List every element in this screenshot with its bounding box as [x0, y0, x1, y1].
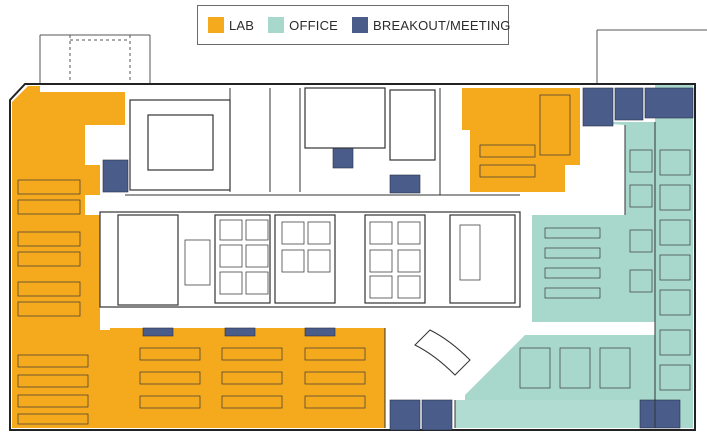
lab-swatch — [208, 17, 224, 33]
lab-zones — [12, 86, 580, 428]
meeting-room — [639, 399, 681, 429]
office-zone-southeast — [465, 335, 658, 400]
meeting-room — [304, 327, 336, 337]
lab-zone-south — [95, 328, 385, 428]
meeting-room — [142, 327, 174, 337]
office-zone-east — [583, 85, 693, 428]
lab-zone-west — [12, 86, 125, 428]
legend-item-office: OFFICE — [268, 17, 338, 33]
meeting-room — [582, 87, 614, 127]
elevator-shafts — [184, 219, 481, 299]
legend: LAB OFFICE BREAKOUT/MEETING — [197, 5, 511, 45]
exterior-lines — [39, 29, 707, 84]
lab-zone-north — [462, 88, 580, 192]
meeting-rooms — [102, 87, 694, 431]
legend-item-meeting: BREAKOUT/MEETING — [352, 17, 511, 33]
office-zones — [455, 85, 693, 428]
legend-label-office: OFFICE — [289, 17, 339, 33]
meeting-room — [389, 174, 421, 194]
legend-label-lab: LAB — [229, 17, 255, 33]
meeting-room — [614, 87, 644, 121]
meeting-room — [224, 327, 256, 337]
meeting-room — [389, 399, 421, 431]
office-zone-center — [532, 215, 608, 322]
meeting-room — [421, 399, 453, 431]
building-core — [99, 87, 521, 308]
interior-walls — [100, 88, 656, 428]
meeting-room — [332, 147, 354, 169]
lab-benches — [17, 94, 571, 425]
office-zone-south-strip — [455, 400, 658, 428]
legend-label-meeting: BREAKOUT/MEETING — [373, 17, 511, 33]
office-swatch — [268, 17, 285, 33]
meeting-room — [102, 159, 129, 193]
office-desks — [519, 149, 691, 391]
meeting-room — [644, 87, 694, 119]
legend-item-lab: LAB — [208, 17, 254, 33]
meeting-swatch — [352, 17, 369, 33]
